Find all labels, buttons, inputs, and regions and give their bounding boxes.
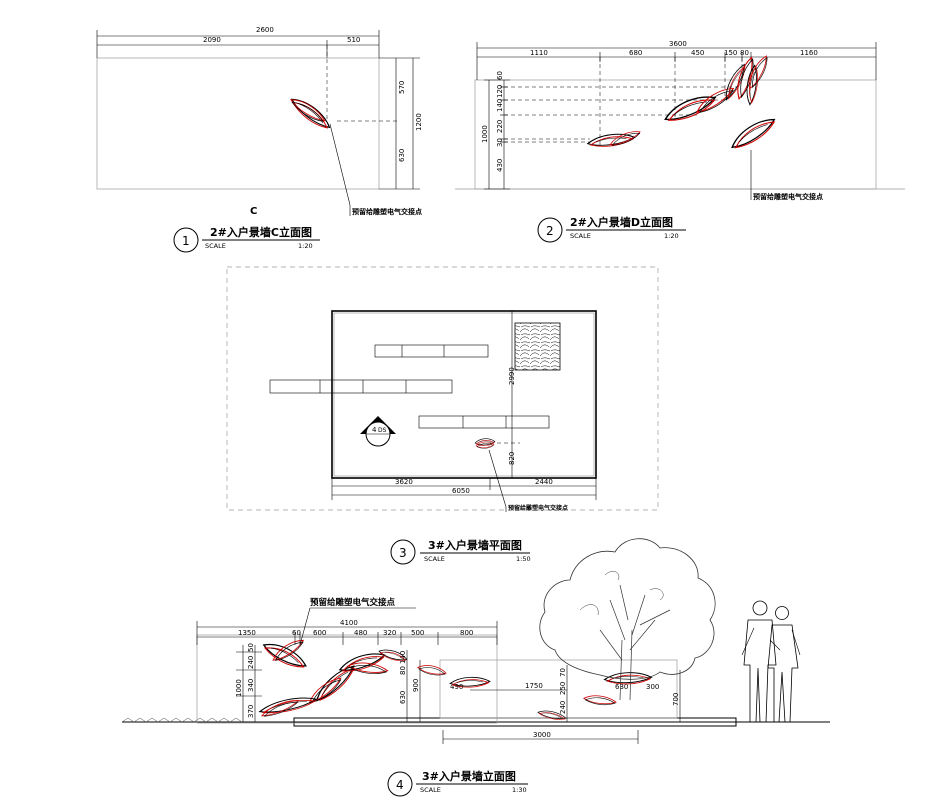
section-marker: 4 DS — [360, 416, 396, 447]
drawing-title: 2#入户景墙D立面图 — [570, 215, 673, 229]
dim-inner-b: 630 — [615, 683, 628, 691]
dim-d6: 500 — [411, 629, 424, 637]
tree-silhouette — [539, 538, 716, 701]
dim-inner-a: 1750 — [525, 682, 543, 690]
dim-d5: 80 — [740, 49, 749, 57]
dim-b: 240 — [247, 656, 255, 669]
section-letter: C — [250, 206, 257, 217]
dim-e: 30 — [496, 138, 504, 147]
sculpture-plan — [474, 438, 496, 449]
electrical-note: 预留给雕塑电气交接点 — [310, 597, 396, 608]
dim-mid-g: 240 — [559, 701, 567, 714]
scale-label: SCALE — [420, 786, 441, 794]
dim-top: 2990 — [508, 367, 516, 385]
dim-c: 340 — [247, 679, 255, 692]
dim-mid-f: 250 — [559, 682, 567, 695]
dim-d7: 800 — [460, 629, 473, 637]
dim-a: 50 — [247, 643, 255, 652]
drawing-title: 3#入户景墙平面图 — [428, 538, 522, 552]
drawing-title: 3#入户景墙立面图 — [422, 769, 516, 783]
marker-sheet: DS — [378, 427, 387, 434]
dim-right: 2440 — [535, 478, 553, 486]
dim-c: 140 — [496, 99, 504, 112]
dim-f: 430 — [496, 159, 504, 172]
dim-mid-b: 140 — [399, 651, 407, 664]
wall-outline — [474, 79, 877, 190]
sculpture-fish — [288, 92, 334, 134]
dim-total: 1000 — [481, 125, 489, 143]
dim-inner-e: 700 — [672, 693, 680, 706]
dim-d2: 60 — [292, 629, 301, 637]
stone-texture-panel — [514, 322, 561, 371]
dim-mid-c: 80 — [399, 666, 407, 675]
dim-d: 370 — [247, 705, 255, 718]
dim-bottom: 820 — [508, 452, 516, 465]
dim-a: 60 — [496, 71, 504, 80]
view-1-elevation-c: 2600 2090 510 570 1200 630 预留给雕塑电气交接点 C … — [96, 26, 423, 253]
dim-d5: 320 — [383, 629, 396, 637]
dim-bottom: 3000 — [533, 731, 551, 739]
scale-value: 1:50 — [516, 555, 531, 563]
drawing-number-circle — [387, 771, 413, 797]
drawing-number: 2 — [546, 224, 554, 238]
electrical-note: 预留给雕塑电气交接点 — [508, 504, 568, 512]
dim-r-bottom: 630 — [398, 149, 406, 162]
wall-segment-1 — [374, 344, 489, 358]
dim-mid-e: 630 — [399, 691, 407, 704]
drawing-number: 3 — [399, 546, 407, 560]
dim-mid-d: 900 — [412, 679, 420, 692]
dim-total: 4100 — [340, 619, 358, 627]
dim-total: 3600 — [669, 40, 687, 48]
wall-plan-outline — [331, 310, 597, 479]
dim-d3: 600 — [313, 629, 326, 637]
view-2-elevation-d: 3600 1110 680 450 150 80 1160 60 120 140… — [455, 40, 905, 243]
dim-d4: 480 — [354, 629, 367, 637]
sculpture-fish-group — [257, 636, 653, 723]
scale-value: 1:20 — [298, 242, 313, 250]
scale-value: 1:20 — [664, 232, 679, 240]
dim-right: 510 — [347, 36, 360, 44]
dim-r-top: 570 — [398, 81, 406, 94]
dim-d6: 1160 — [800, 49, 818, 57]
drawing-number: 1 — [182, 234, 190, 248]
dim-b: 120 — [496, 85, 504, 98]
drawing-number-circle — [537, 217, 563, 243]
scale-label: SCALE — [424, 555, 445, 563]
dim-d1: 1110 — [530, 49, 548, 57]
dim-total: 6050 — [452, 487, 470, 495]
dim-mid-a: 70 — [559, 668, 567, 677]
electrical-note: 预留给雕塑电气交接点 — [352, 207, 422, 216]
drawing-number-circle — [173, 227, 199, 253]
drawing-title: 2#入户景墙C立面图 — [210, 225, 312, 239]
dim-total: 1000 — [235, 679, 243, 697]
site-boundary — [226, 266, 659, 511]
dim-d4: 150 — [724, 49, 737, 57]
dim-left: 2090 — [203, 36, 221, 44]
view-4-elevation: 4100 1350 60 600 480 320 500 800 50 240 … — [121, 538, 830, 797]
dim-d2: 680 — [629, 49, 642, 57]
dim-d1: 1350 — [238, 629, 256, 637]
sculpture-fish-group — [586, 53, 780, 153]
marker-number: 4 — [372, 426, 377, 434]
scale-label: SCALE — [570, 232, 591, 240]
wall-outline — [96, 57, 380, 190]
wall-outline — [196, 634, 498, 724]
scale-value: 1:30 — [512, 786, 527, 794]
wall-segment-3 — [418, 415, 550, 429]
dim-r-total: 1200 — [415, 113, 423, 131]
human-figures — [741, 600, 801, 723]
drawing-number: 4 — [396, 778, 404, 792]
dim-inner-d: 490 — [450, 683, 463, 691]
dim-d3: 450 — [691, 49, 704, 57]
dim-left: 3620 — [395, 478, 413, 486]
view-3-plan: 2990 820 3620 2440 6050 预留给雕塑电气交接点 4 DS … — [226, 266, 659, 565]
electrical-note: 预留给雕塑电气交接点 — [753, 192, 823, 201]
wall-segment-2 — [269, 379, 453, 394]
drawing-number-circle — [390, 539, 416, 565]
scale-label: SCALE — [205, 242, 226, 250]
dim-total: 2600 — [256, 26, 274, 34]
dim-d: 220 — [496, 120, 504, 133]
dim-inner-c: 300 — [646, 683, 659, 691]
